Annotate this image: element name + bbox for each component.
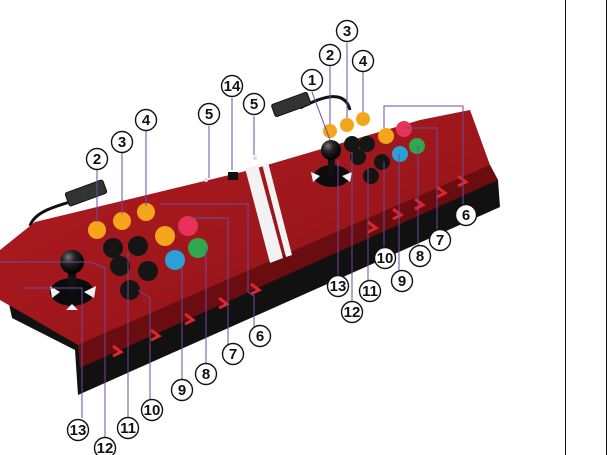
callout-11: 11 [360, 281, 381, 302]
callout-2: 2 [320, 45, 341, 66]
callout-number: 13 [330, 278, 347, 295]
callout-number: 2 [326, 47, 334, 64]
usb-plug-left [65, 180, 107, 207]
callout-10: 10 [142, 400, 163, 421]
callout-3: 3 [112, 132, 133, 153]
center-button [253, 156, 257, 160]
callout-number: 11 [362, 283, 378, 300]
callout-number: 6 [462, 207, 470, 224]
callout-6: 6 [250, 326, 271, 347]
callout-4: 4 [353, 51, 374, 72]
callout-12: 12 [342, 302, 363, 323]
center-button [204, 178, 208, 182]
callout-number: 4 [359, 53, 368, 70]
callout-number: 4 [142, 112, 151, 129]
callout-5: 5 [244, 94, 265, 115]
callout-10: 10 [375, 248, 396, 269]
callout-number: 3 [118, 134, 126, 151]
callout-1: 1 [302, 70, 323, 91]
callout-number: 9 [398, 273, 406, 290]
callout-number: 10 [377, 250, 394, 267]
callout-number: 5 [250, 96, 258, 113]
callout-number: 2 [93, 151, 101, 168]
frame-border [606, 0, 607, 455]
callout-3: 3 [337, 21, 358, 42]
callout-number: 6 [256, 328, 264, 345]
callout-number: 7 [229, 346, 237, 363]
mode-switch [228, 172, 238, 180]
callout-2: 2 [87, 149, 108, 170]
callout-9: 9 [172, 380, 193, 401]
callout-number: 11 [120, 420, 136, 437]
callout-number: 8 [416, 248, 424, 265]
callout-number: 7 [436, 232, 444, 249]
callout-7: 7 [430, 230, 451, 251]
callout-5: 5 [199, 104, 220, 125]
callout-number: 12 [344, 304, 361, 321]
callout-number: 8 [202, 366, 210, 383]
usb-plug-right [271, 92, 311, 117]
callout-number: 13 [70, 422, 87, 439]
callout-13: 13 [68, 420, 89, 441]
callout-7: 7 [223, 344, 244, 365]
callout-8: 8 [410, 246, 431, 267]
frame-border [565, 0, 566, 455]
callout-12: 12 [95, 438, 116, 455]
callout-9: 9 [392, 271, 413, 292]
callout-14: 14 [222, 76, 243, 97]
callout-number: 3 [343, 23, 351, 40]
callout-number: 12 [97, 440, 114, 455]
callout-number: 10 [144, 402, 161, 419]
callout-number: 9 [178, 382, 186, 399]
callout-4: 4 [136, 110, 157, 131]
callout-number: 14 [224, 78, 241, 95]
callout-13: 13 [328, 276, 349, 297]
callout-number: 1 [308, 72, 316, 89]
callout-8: 8 [196, 364, 217, 385]
callout-11: 11 [118, 418, 139, 439]
callout-6: 6 [456, 205, 477, 226]
callout-number: 5 [205, 106, 213, 123]
